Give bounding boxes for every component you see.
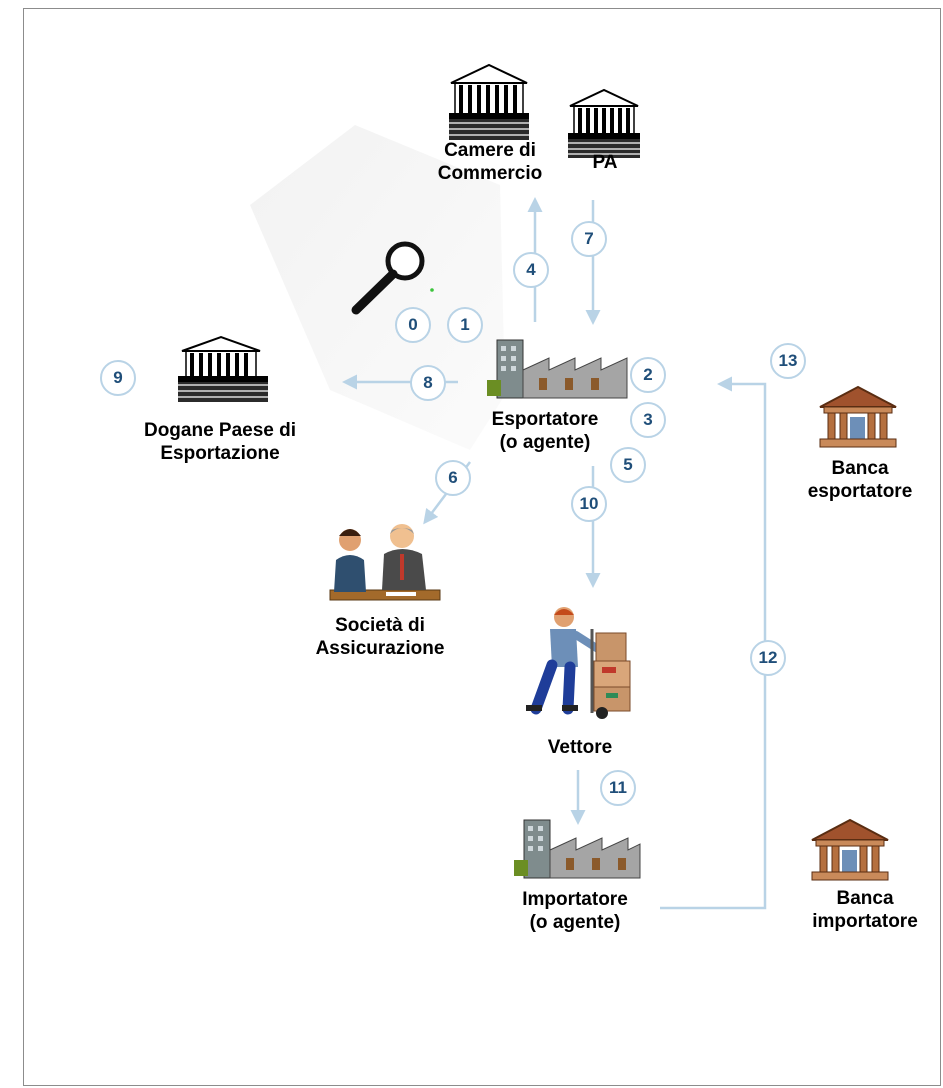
business-meeting-icon — [329, 524, 441, 601]
government-building-icon — [568, 88, 640, 158]
node-banca-esp-label: Banca esportatore — [807, 458, 913, 502]
government-building-icon — [178, 335, 268, 402]
government-building-icon — [449, 63, 529, 140]
step-badge: 6 — [435, 460, 471, 496]
arrow-12-13 — [660, 376, 767, 910]
step-badge: 8 — [410, 365, 446, 401]
node-pa-label: PA — [592, 152, 618, 173]
node-societa-label: Società di Assicurazione — [315, 615, 445, 659]
node-dogane-label: Dogane Paese di Esportazione — [143, 420, 297, 464]
step-badge: 1 — [447, 307, 483, 343]
step-badge: 9 — [100, 360, 136, 396]
node-vettore-label: Vettore — [547, 737, 613, 758]
step-badge: 12 — [750, 640, 786, 676]
step-badge: 10 — [571, 486, 607, 522]
step-badge: 7 — [571, 221, 607, 257]
step-badge: 5 — [610, 447, 646, 483]
step-badge: 4 — [513, 252, 549, 288]
step-badge: 11 — [600, 770, 636, 806]
node-importatore-label: Importatore (o agente) — [522, 889, 628, 933]
delivery-man-icon — [526, 607, 631, 719]
magnifier-icon — [351, 241, 434, 315]
node-camere-label: Camere di Commercio — [437, 140, 543, 184]
step-badge: 13 — [770, 343, 806, 379]
factory-icon — [514, 819, 641, 879]
step-badge: 2 — [630, 357, 666, 393]
step-badge: 3 — [630, 402, 666, 438]
bank-icon — [819, 385, 897, 448]
step-badge: 0 — [395, 307, 431, 343]
factory-icon — [487, 339, 628, 399]
node-banca-imp-label: Banca importatore — [812, 888, 918, 932]
bank-icon — [811, 818, 889, 881]
node-esportatore-label: Esportatore (o agente) — [491, 409, 599, 453]
